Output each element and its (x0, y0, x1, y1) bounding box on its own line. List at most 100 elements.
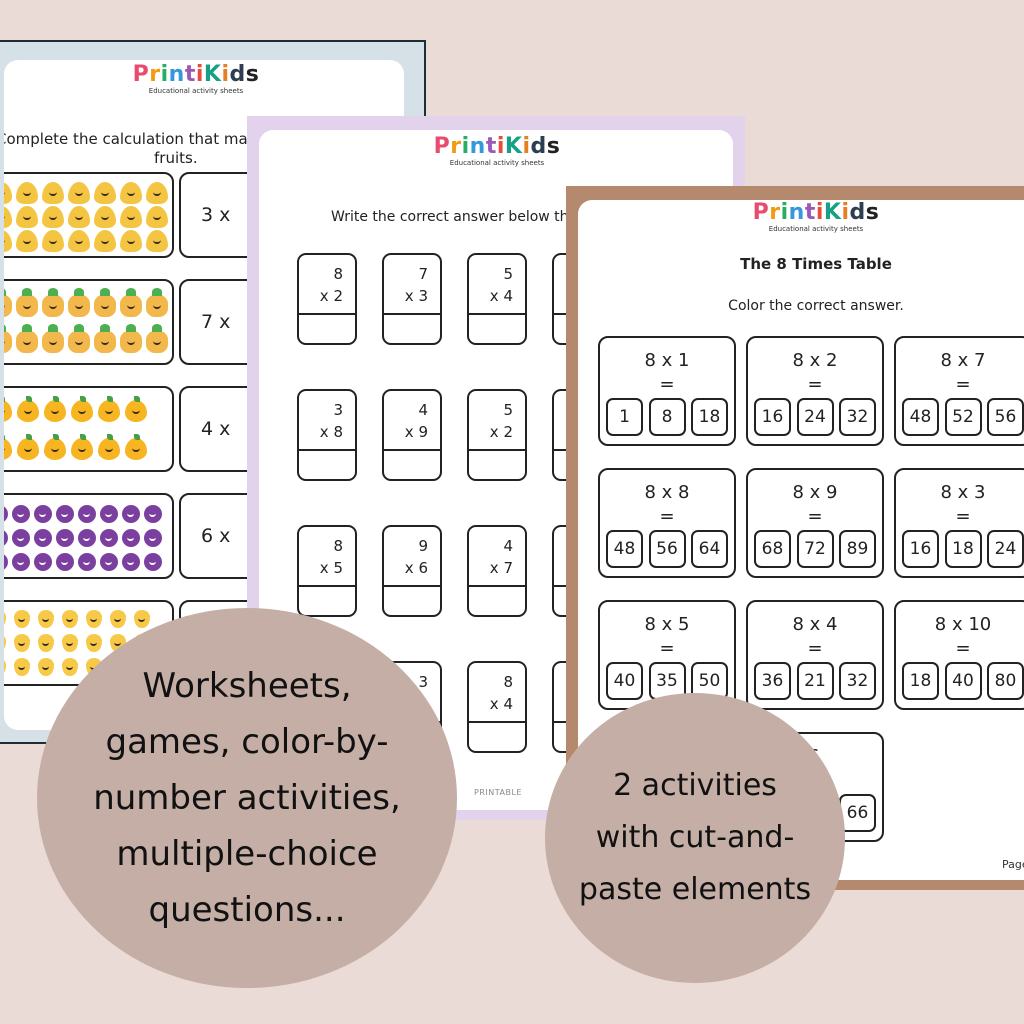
instruction-line-2: fruits. (154, 149, 198, 167)
domino-multiplier: x 7 (489, 559, 513, 577)
answer-option[interactable]: 18 (902, 662, 939, 700)
answer-option[interactable]: 32 (839, 398, 876, 436)
banana-icon (68, 206, 90, 228)
mango-icon (71, 434, 93, 460)
pineapple-icon (146, 324, 168, 353)
pineapple-icon (16, 288, 38, 317)
answer-option[interactable]: 36 (754, 662, 791, 700)
pear-icon (38, 634, 54, 652)
pineapple-icon (42, 288, 64, 317)
pear-icon (4, 634, 6, 652)
logo-tagline: Educational activity sheets (449, 159, 545, 167)
answer-option[interactable]: 16 (902, 530, 939, 568)
plum-icon (12, 505, 30, 523)
plum-icon (56, 553, 74, 571)
answer-option[interactable]: 1 (606, 398, 643, 436)
answer-option[interactable]: 16 (754, 398, 791, 436)
features-bubble: Worksheets, games, color-by- number acti… (37, 608, 457, 988)
domino-multiplier: x 2 (319, 287, 343, 305)
pear-icon (14, 610, 30, 628)
answer-option[interactable]: 48 (606, 530, 643, 568)
answer-option[interactable]: 40 (606, 662, 643, 700)
answer-option[interactable]: 24 (987, 530, 1024, 568)
mango-icon (17, 396, 39, 422)
banana-icon (4, 230, 12, 252)
domino-top-number: 5 (503, 265, 513, 283)
answer-option[interactable]: 21 (796, 662, 834, 700)
mango-icon (71, 396, 93, 422)
cut-paste-text: 2 activities with cut-and- paste element… (579, 760, 811, 916)
plum-icon (4, 505, 8, 523)
question-text: 8 x 9 (792, 482, 838, 503)
pineapple-icon (68, 288, 90, 317)
equals-sign: = (955, 506, 971, 527)
question-text: 8 x 2 (792, 350, 838, 371)
pear-icon (38, 610, 54, 628)
banana-icon (16, 230, 38, 252)
plum-icon (100, 505, 118, 523)
answer-option[interactable]: 24 (796, 398, 834, 436)
banana-icon (16, 206, 38, 228)
plum-icon (100, 553, 118, 571)
sheet-title: The 8 Times Table (740, 255, 892, 273)
domino-multiplier: x 2 (489, 423, 513, 441)
plum-icon (4, 529, 8, 547)
answer-option[interactable]: 48 (902, 398, 939, 436)
answer-option[interactable]: 89 (839, 530, 876, 568)
logo-word: PrintiKids (433, 134, 561, 159)
plum-icon (144, 505, 162, 523)
page-footer: Page (1002, 858, 1024, 871)
answer-option[interactable]: 80 (987, 662, 1024, 700)
plum-icon (100, 529, 118, 547)
domino-top-number: 3 (333, 401, 343, 419)
answer-option[interactable]: 68 (754, 530, 791, 568)
domino-multiplier: x 9 (404, 423, 428, 441)
domino-top-number: 8 (333, 265, 343, 283)
answer-option[interactable]: 8 (648, 398, 686, 436)
plum-icon (144, 553, 162, 571)
answer-option[interactable]: 18 (944, 530, 982, 568)
answer-option[interactable]: 40 (944, 662, 982, 700)
banana-icon (4, 206, 12, 228)
answer-option[interactable]: 32 (839, 662, 876, 700)
banana-icon (146, 230, 168, 252)
equals-sign: = (807, 638, 823, 659)
mango-icon (44, 396, 66, 422)
answer-option[interactable]: 52 (944, 398, 982, 436)
plum-icon (78, 553, 96, 571)
pineapple-icon (42, 324, 64, 353)
pear-icon (62, 634, 78, 652)
bubble-line: multiple-choice (116, 834, 378, 874)
answer-option[interactable]: 72 (796, 530, 834, 568)
printikids-logo: PrintiKids Educational activity sheets (116, 64, 276, 96)
instruction: Write the correct answer below th (331, 209, 569, 225)
calc-text: 6 x (201, 525, 231, 547)
answer-option[interactable]: 56 (648, 530, 686, 568)
equals-sign: = (955, 638, 971, 659)
banana-icon (42, 206, 64, 228)
domino-top-number: 9 (418, 537, 428, 555)
mango-icon (98, 434, 120, 460)
printikids-logo: PrintiKids Educational activity sheets (417, 134, 577, 168)
pear-icon (38, 658, 54, 676)
answer-option[interactable]: 18 (691, 398, 728, 436)
equals-sign: = (659, 374, 675, 395)
answer-option[interactable]: 56 (987, 398, 1024, 436)
fruit-box-mangoes (4, 386, 174, 472)
pineapple-icon (120, 324, 142, 353)
answer-option[interactable]: 64 (691, 530, 728, 568)
fruit-box-pineapples (4, 279, 174, 365)
pear-icon (86, 634, 102, 652)
banana-icon (94, 206, 116, 228)
